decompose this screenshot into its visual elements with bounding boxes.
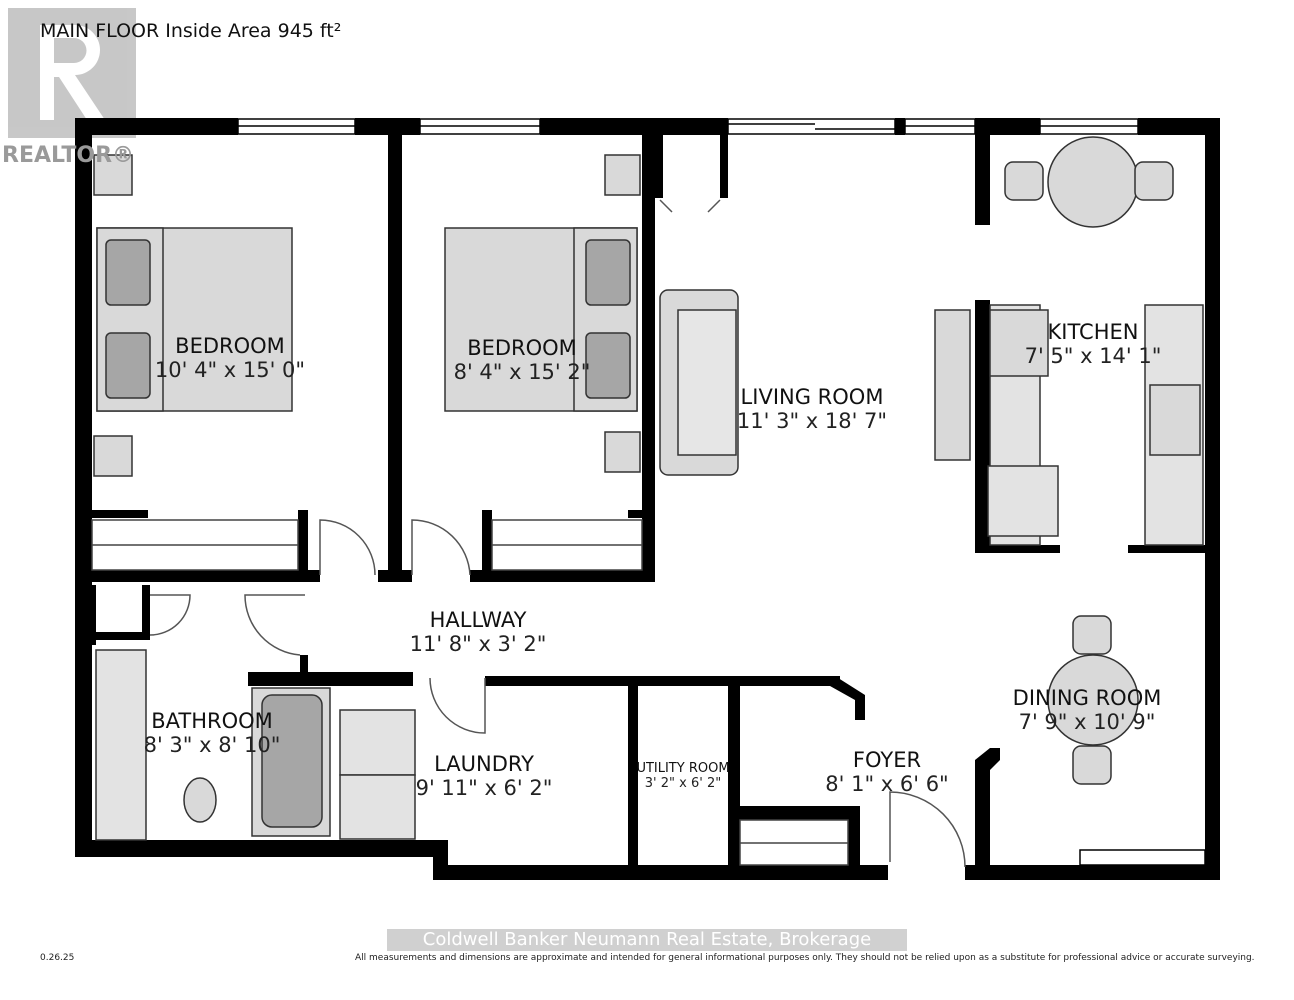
room-name: BEDROOM: [467, 336, 577, 360]
nightstand: [93, 435, 133, 477]
room-dims: 11' 8" x 3' 2": [409, 632, 547, 656]
tv-stand: [934, 309, 971, 461]
vanity: [95, 649, 147, 841]
room-dims: 8' 3" x 8' 10": [143, 733, 281, 757]
room-dims: 3' 2" x 6' 2": [644, 776, 722, 791]
dining-table: [1047, 615, 1139, 785]
stove: [989, 309, 1049, 377]
doors: [149, 199, 966, 868]
bed-1: [96, 227, 293, 412]
walls: [75, 118, 1220, 880]
brokerage-watermark: Coldwell Banker Neumann Real Estate, Bro…: [387, 929, 907, 951]
room-dims: 8' 4" x 15' 2": [453, 360, 591, 384]
room-name: KITCHEN: [1047, 320, 1139, 344]
room-dims: 10' 4" x 15' 0": [154, 358, 306, 382]
room-dims: 7' 5" x 14' 1": [1024, 344, 1162, 368]
closets: [91, 519, 849, 866]
room-dims: 8' 1" x 6' 6": [825, 772, 949, 796]
bed-2: [444, 227, 638, 412]
disclaimer: All measurements and dimensions are appr…: [355, 953, 1255, 963]
logo: [8, 8, 136, 138]
room-name: BEDROOM: [175, 334, 285, 358]
room-name: HALLWAY: [429, 608, 527, 632]
room-name: DINING ROOM: [1012, 686, 1162, 710]
sink: [1149, 384, 1201, 456]
room-name: BATHROOM: [151, 709, 273, 733]
logo-text: REALTOR®: [2, 143, 135, 168]
dryer: [339, 774, 416, 840]
sofa: [659, 289, 739, 476]
washer: [339, 709, 416, 776]
room-name: FOYER: [852, 748, 922, 772]
windows: [237, 118, 1206, 866]
plan-title: MAIN FLOOR Inside Area 945 ft²: [40, 20, 342, 42]
nightstand: [604, 431, 641, 473]
room-name: UTILITY ROOM: [636, 761, 730, 776]
room-dims: 7' 9" x 10' 9": [1018, 710, 1156, 734]
room-name: LIVING ROOM: [740, 385, 884, 409]
version-label: 0.26.25: [40, 953, 75, 963]
fridge: [987, 465, 1059, 537]
room-dims: 9' 11" x 6' 2": [415, 776, 553, 800]
furniture: [91, 136, 1204, 866]
kitchen-table: [1004, 136, 1174, 228]
nightstand: [604, 154, 641, 196]
nightstand: [93, 154, 133, 196]
room-dims: 11' 3" x 18' 7": [736, 409, 888, 433]
room-name: LAUNDRY: [434, 752, 534, 776]
toilet: [183, 777, 217, 823]
